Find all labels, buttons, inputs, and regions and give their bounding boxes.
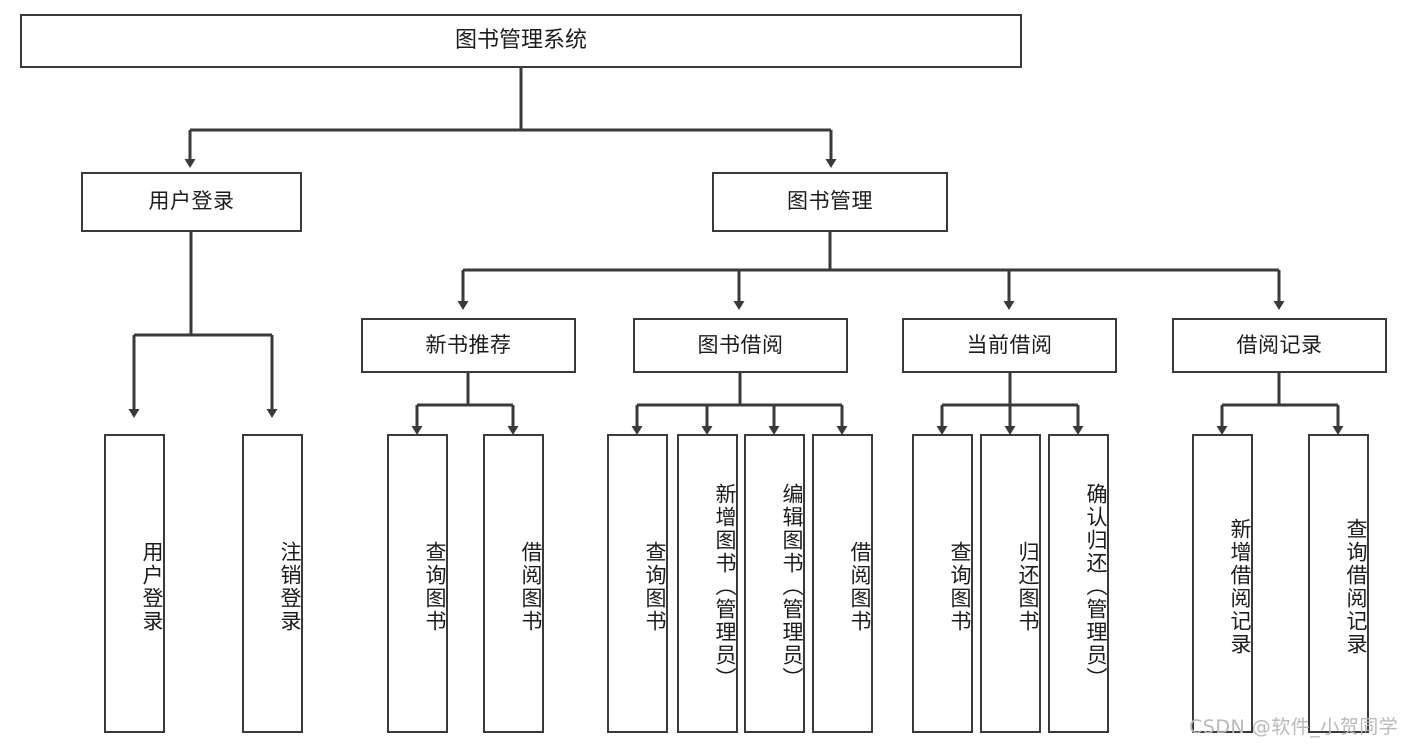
node-label: 归还图书: [1016, 540, 1040, 633]
leaf-query-book-borrow[interactable]: 查询图书: [607, 434, 668, 733]
leaf-borrow-book-new-recommend[interactable]: 借阅图书: [483, 434, 544, 733]
node-borrow-record[interactable]: 借阅记录: [1172, 318, 1387, 373]
leaf-borrow-book-borrow[interactable]: 借阅图书: [812, 434, 873, 733]
node-book-manage[interactable]: 图书管理: [712, 172, 948, 232]
node-user-login[interactable]: 用户登录: [81, 172, 302, 232]
node-label: 编辑图书（管理员）: [780, 483, 804, 690]
leaf-confirm-return-admin[interactable]: 确认归还（管理员）: [1048, 434, 1109, 733]
node-label: 确认归还（管理员）: [1084, 483, 1108, 690]
node-label: 借阅图书: [848, 540, 872, 633]
leaf-query-book-new-recommend[interactable]: 查询图书: [387, 434, 448, 733]
leaf-return-book[interactable]: 归还图书: [980, 434, 1041, 733]
leaf-edit-book-admin[interactable]: 编辑图书（管理员）: [744, 434, 805, 733]
leaf-logout-login[interactable]: 注销登录: [242, 434, 303, 733]
node-label: 借阅记录: [1236, 332, 1323, 357]
node-label: 用户登录: [140, 540, 164, 633]
node-label: 图书借阅: [697, 332, 784, 357]
node-label: 当前借阅: [966, 332, 1053, 357]
node-label: 查询图书: [423, 540, 447, 633]
leaf-add-borrow-record[interactable]: 新增借阅记录: [1192, 434, 1253, 733]
node-label: 图书管理系统: [454, 27, 587, 53]
leaf-user-login[interactable]: 用户登录: [104, 434, 165, 733]
leaf-add-book-admin[interactable]: 新增图书（管理员）: [677, 434, 738, 733]
node-root-book-management-system[interactable]: 图书管理系统: [20, 14, 1022, 68]
node-label: 新增图书（管理员）: [713, 483, 737, 690]
node-label: 查询图书: [948, 540, 972, 633]
node-label: 注销登录: [278, 540, 302, 633]
node-label: 用户登录: [148, 189, 235, 214]
node-book-borrow[interactable]: 图书借阅: [633, 318, 848, 373]
leaf-query-borrow-record[interactable]: 查询借阅记录: [1308, 434, 1369, 733]
node-label: 借阅图书: [519, 540, 543, 633]
node-new-book-recommend[interactable]: 新书推荐: [361, 318, 576, 373]
node-current-borrow[interactable]: 当前借阅: [902, 318, 1117, 373]
node-label: 新书推荐: [425, 332, 512, 357]
node-label: 图书管理: [787, 189, 873, 214]
node-label: 查询图书: [643, 540, 667, 633]
node-label: 查询借阅记录: [1344, 517, 1368, 656]
leaf-query-book-current[interactable]: 查询图书: [912, 434, 973, 733]
node-label: 新增借阅记录: [1228, 517, 1252, 656]
